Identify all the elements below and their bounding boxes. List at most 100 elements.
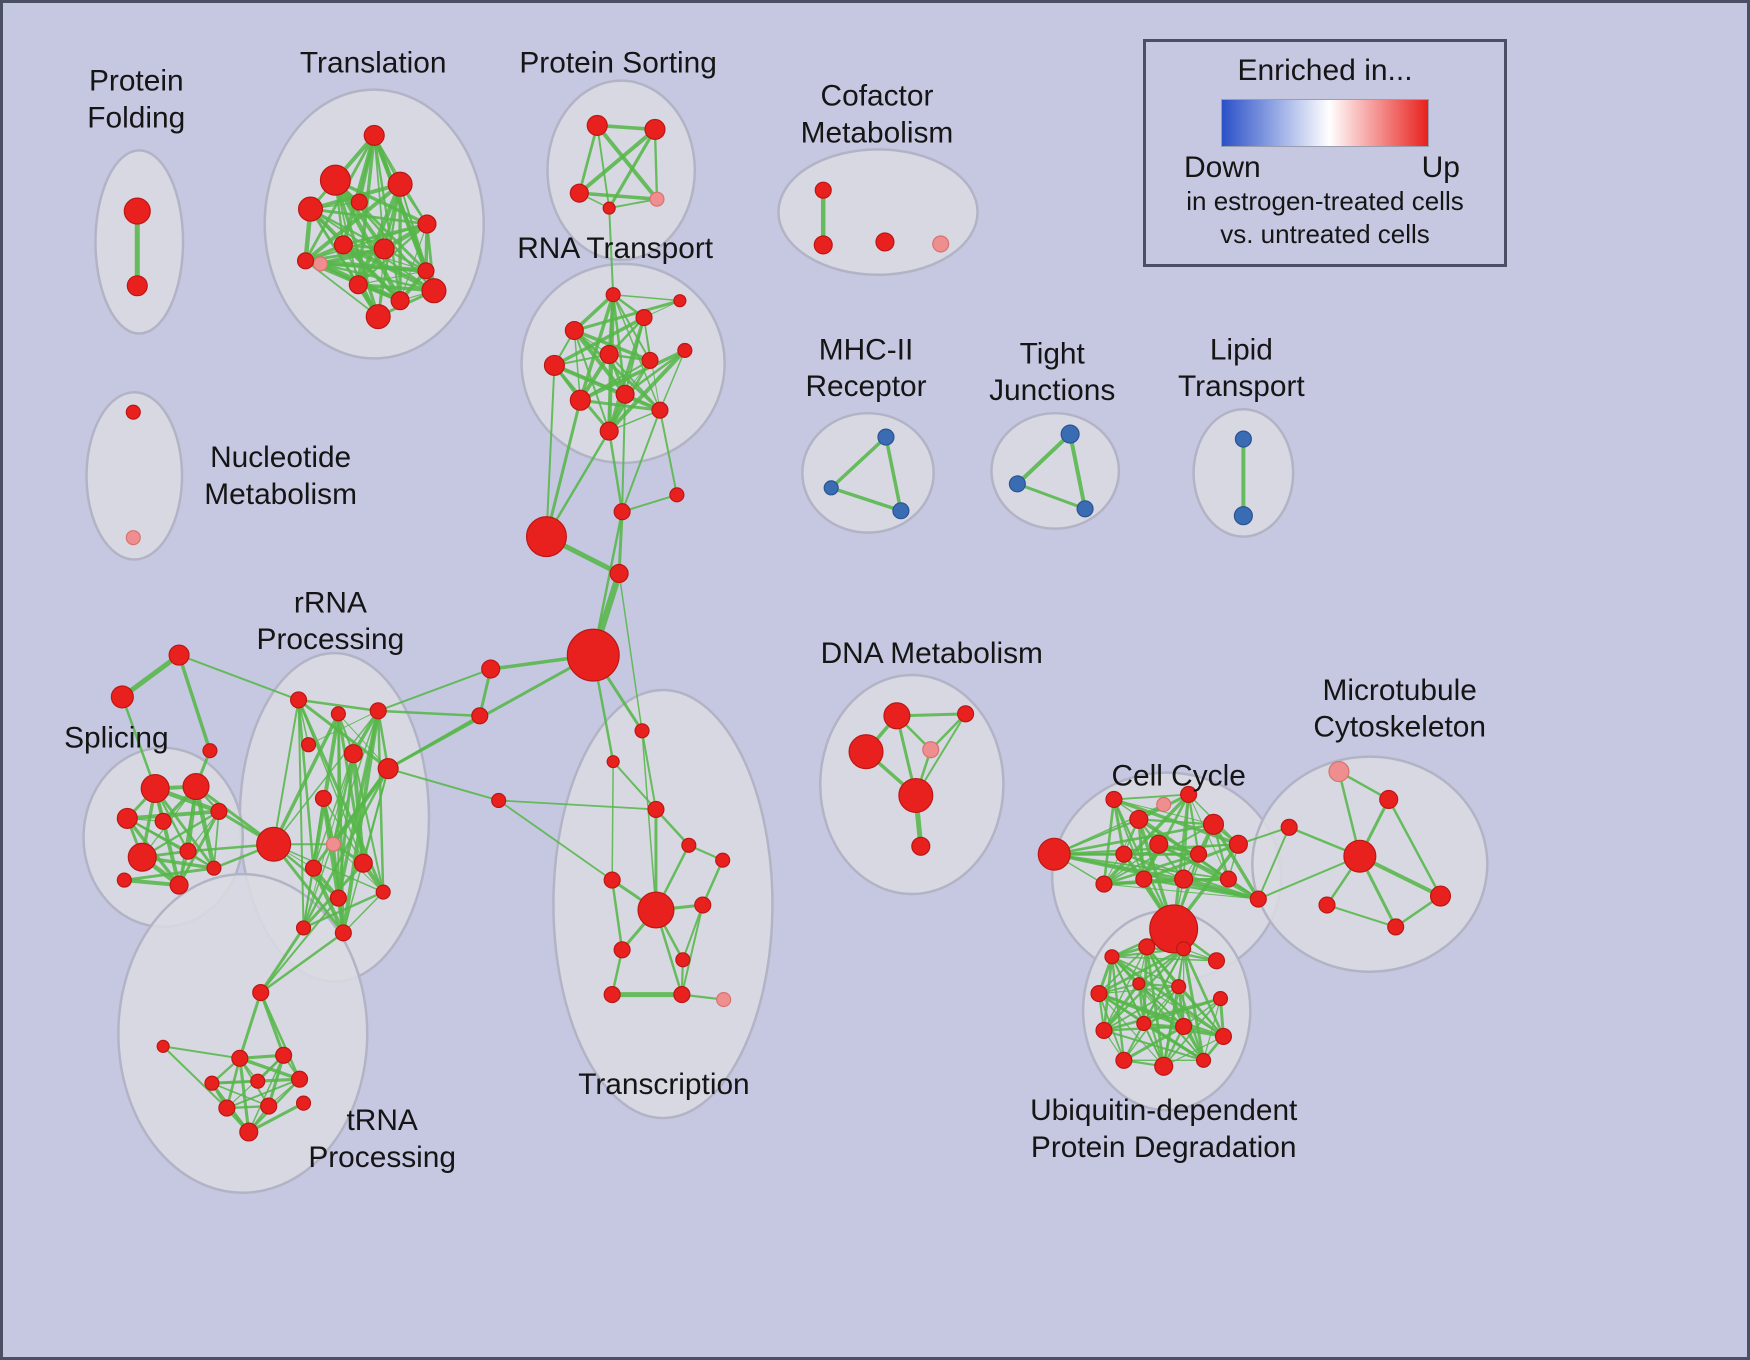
edge-cc13-cc16	[1181, 877, 1261, 901]
cluster-label-protein-sorting: Protein Sorting	[519, 47, 717, 80]
node-rr5	[343, 744, 363, 764]
cluster-label-rrna-processing: Processing	[257, 623, 405, 656]
edge-rr1-rr3	[297, 698, 380, 713]
node-tc1	[634, 723, 650, 739]
edge-mh2-mh3	[829, 486, 903, 513]
edge-ub1-ub12	[1110, 955, 1225, 1038]
node-cc8	[1149, 834, 1169, 854]
node-pf2	[126, 275, 148, 297]
node-rt7	[641, 351, 659, 369]
edge-tj2-tj3	[1015, 482, 1087, 511]
edge-sp5-sp6	[141, 810, 221, 859]
edge-rr3-rr13	[376, 709, 385, 894]
edge-sp2-sp10	[193, 784, 217, 871]
edge-tc2-tc7	[611, 760, 614, 881]
node-mc5	[1429, 885, 1452, 907]
node-ps3	[569, 183, 589, 203]
edge-mc6-mc7	[1326, 904, 1397, 928]
edge-rr1-rr6	[297, 698, 390, 771]
node-tn2	[156, 1039, 170, 1053]
edge-rr5-rr9	[332, 752, 355, 846]
cluster-label-ubiquitin-protein-degradation: Protein Degradation	[1031, 1131, 1297, 1164]
node-cc6	[1202, 813, 1225, 835]
node-rr2	[330, 706, 346, 722]
cluster-ellipse-trna-processing	[117, 872, 369, 1194]
edge-ub7-ub9	[1103, 985, 1180, 1032]
node-hb6	[481, 659, 501, 679]
edge-ps4-ps5	[608, 198, 658, 210]
node-rr1	[289, 691, 308, 709]
edge-cc3-cc12	[1137, 817, 1146, 881]
node-tn3	[231, 1049, 249, 1067]
node-dm4	[922, 741, 940, 759]
node-ub4	[1207, 952, 1226, 970]
edge-hb7-rr3	[376, 709, 481, 718]
cluster-label-splicing: Splicing	[64, 722, 169, 755]
edge-tc2-tc3	[612, 760, 657, 811]
edge-rr1-rr10	[297, 698, 315, 870]
node-cc9	[1190, 845, 1208, 863]
edge-hb2-hb3	[621, 493, 678, 513]
node-ot1	[168, 644, 190, 666]
node-ps4	[602, 201, 616, 215]
edge-tn7-tn8	[225, 1078, 301, 1110]
cluster-label-dna-metabolism: DNA Metabolism	[821, 637, 1043, 670]
edge-hb8-tc3	[497, 799, 657, 811]
edge-rt5-hb1	[545, 364, 556, 538]
node-rr8	[314, 789, 333, 808]
node-hb4	[609, 563, 629, 584]
cluster-label-tight-junctions: Junctions	[989, 374, 1115, 407]
node-cc15	[1149, 904, 1199, 954]
node-tr14	[421, 278, 447, 304]
edge-ub8-ub10	[1142, 997, 1222, 1025]
legend-title: Enriched in...	[1237, 54, 1413, 87]
edge-rr1-rr14	[297, 698, 305, 929]
node-hb1	[525, 516, 567, 558]
edge-cc5-cc11	[1102, 792, 1191, 886]
node-mc6	[1318, 896, 1336, 914]
edge-rr1-rr7	[272, 698, 300, 846]
node-tn10	[295, 1095, 312, 1111]
edge-cc9-cc11	[1102, 852, 1200, 886]
node-sp4	[154, 812, 172, 830]
node-ub9	[1095, 1021, 1113, 1040]
cluster-label-rrna-processing: rRNA	[294, 586, 367, 619]
node-tc6	[637, 891, 675, 929]
edge-hb2-hb4	[617, 510, 624, 575]
node-tr11	[348, 275, 368, 295]
node-tc4	[681, 837, 697, 853]
node-mc1	[1328, 761, 1350, 783]
node-nm1	[125, 404, 141, 420]
node-rt3	[635, 309, 653, 327]
cluster-label-lipid-transport: Transport	[1178, 370, 1305, 403]
node-ub13	[1115, 1051, 1133, 1069]
node-rr3	[369, 702, 387, 720]
edge-rt1-rt9	[578, 292, 615, 402]
edge-ps1-ps3	[577, 124, 599, 195]
node-rt4	[673, 294, 687, 308]
node-rt6	[599, 344, 619, 365]
node-tr13	[365, 304, 391, 330]
node-rt12	[599, 421, 619, 441]
node-sp6	[127, 842, 157, 872]
node-tc9	[613, 941, 631, 959]
node-mh3	[892, 502, 910, 520]
node-tn8	[218, 1099, 236, 1117]
node-cc10	[1228, 834, 1248, 854]
legend-subtitle-2: vs. untreated cells	[1220, 219, 1430, 249]
cluster-label-microtubule-cytoskeleton: Cytoskeleton	[1313, 711, 1486, 744]
edge-rt1-rt11	[612, 293, 661, 411]
node-mc7	[1387, 918, 1405, 936]
node-tj3	[1076, 500, 1094, 518]
edge-ot1-ot3	[177, 653, 212, 753]
node-ub10	[1136, 1015, 1152, 1032]
node-ot3	[202, 743, 218, 759]
edge-rt11-hb2	[621, 409, 661, 513]
edge-hb4-tc1	[618, 572, 643, 732]
cluster-label-cofactor-metabolism: Metabolism	[801, 116, 954, 149]
node-tr8	[312, 256, 329, 272]
edge-rr8-rr11	[322, 797, 365, 864]
node-cc3	[1129, 809, 1149, 829]
node-rr7	[256, 826, 292, 862]
node-rt11	[651, 401, 669, 419]
